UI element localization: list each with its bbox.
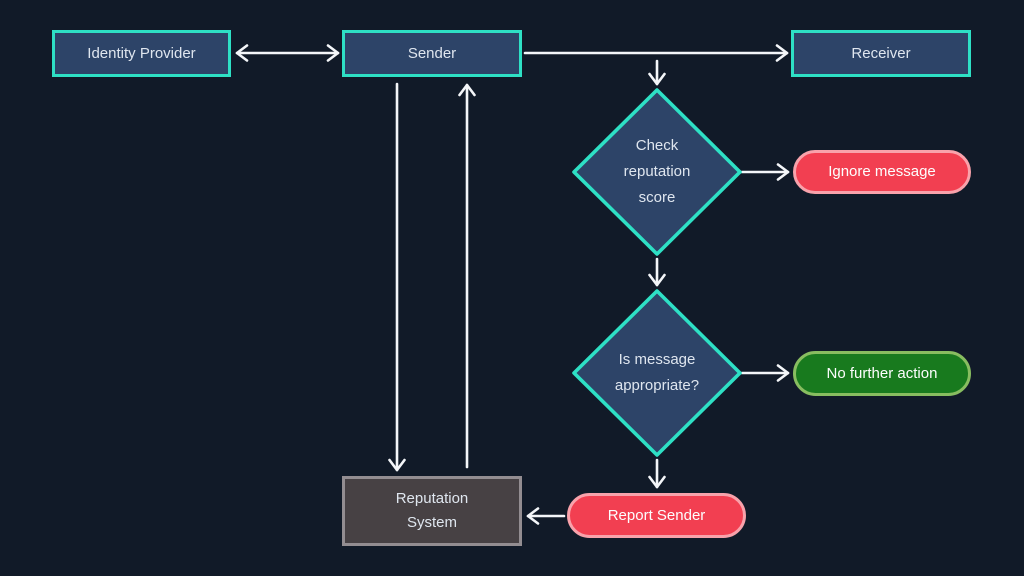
is-message-appropriate-label: Is message appropriate? xyxy=(614,351,700,394)
report-sender-label: Report Sender xyxy=(607,506,706,524)
receiver-label: Receiver xyxy=(851,44,911,62)
sender-node: Sender xyxy=(342,30,522,77)
no-further-action-label: No further action xyxy=(826,364,938,382)
ignore-message-label: Ignore message xyxy=(828,163,936,180)
report-sender-pill: Report Sender xyxy=(567,493,746,538)
check-reputation-label: Check reputation score xyxy=(623,137,691,206)
reputation-system-label: Reputation System xyxy=(395,490,469,531)
is-message-appropriate-diamond xyxy=(572,289,742,457)
check-reputation-diamond xyxy=(572,88,742,256)
identity-provider-node: Identity Provider xyxy=(52,30,231,77)
no-further-action-pill: No further action xyxy=(793,351,971,396)
reputation-system-node: Reputation System xyxy=(342,476,522,546)
sender-label: Sender xyxy=(407,44,457,62)
ignore-message-pill: Ignore message xyxy=(793,150,971,194)
receiver-node: Receiver xyxy=(791,30,971,77)
identity-provider-label: Identity Provider xyxy=(87,44,196,62)
